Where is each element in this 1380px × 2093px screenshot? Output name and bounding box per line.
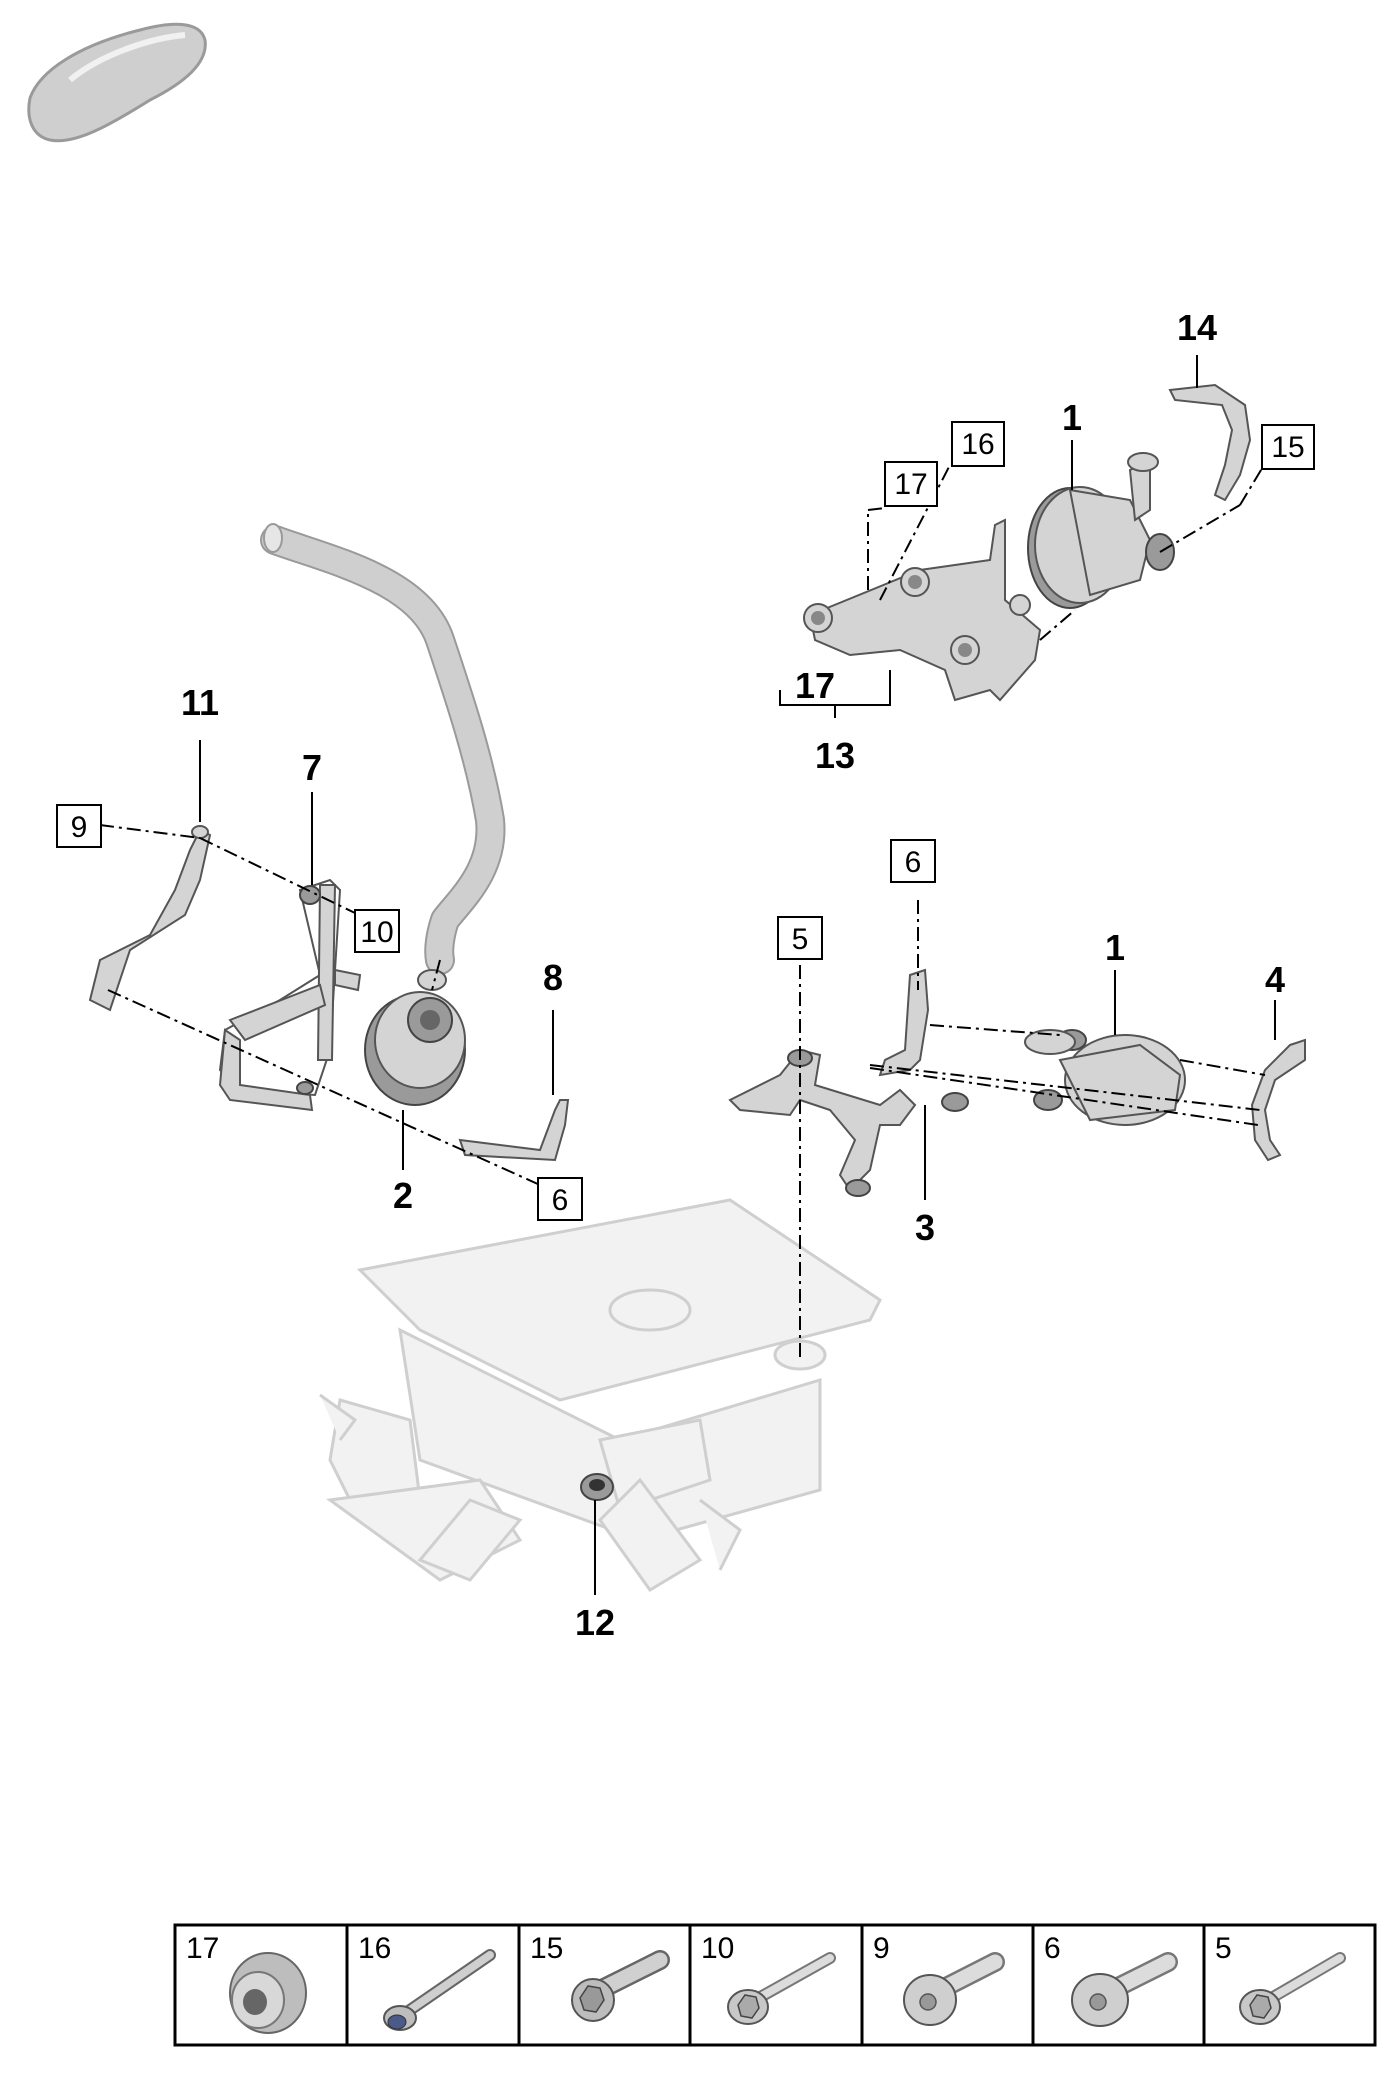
legend-17-grommet-icon xyxy=(229,1952,307,2034)
boxed-callout-6-left: 6 xyxy=(537,1177,583,1221)
callout-labels: 11 7 8 2 3 1 4 12 1 14 17 13 xyxy=(181,307,1285,1643)
svg-text:10: 10 xyxy=(360,916,393,949)
legend-label-9: 9 xyxy=(873,1932,890,1965)
callout-8: 8 xyxy=(543,957,563,998)
boxed-callout-9: 9 xyxy=(56,804,102,848)
part-6-bracket xyxy=(878,968,930,1077)
legend-6-torx-bolt-icon xyxy=(1071,1952,1178,2027)
part-1-pump-middle xyxy=(1024,1029,1186,1126)
svg-text:16: 16 xyxy=(961,428,994,461)
legend-label-15: 15 xyxy=(530,1932,563,1965)
callout-3: 3 xyxy=(915,1207,935,1248)
svg-text:15: 15 xyxy=(1271,431,1304,464)
alignment-lines xyxy=(99,454,1271,1360)
legend-label-5: 5 xyxy=(1215,1932,1232,1965)
boxed-callout-17: 17 xyxy=(884,461,938,507)
svg-text:17: 17 xyxy=(894,468,927,501)
callout-13: 13 xyxy=(815,735,855,776)
boxed-callout-16: 16 xyxy=(951,421,1005,467)
svg-text:5: 5 xyxy=(792,923,809,956)
callout-12: 12 xyxy=(575,1602,615,1643)
callout-17: 17 xyxy=(795,665,835,706)
fastener-legend: 17 16 15 10 9 6 5 xyxy=(173,1923,1377,2047)
part-8-strap xyxy=(458,1099,570,1162)
part-4-strap xyxy=(1250,1038,1306,1162)
part-2-pump xyxy=(364,969,466,1106)
legend-9-torx-bolt-icon xyxy=(903,1952,1005,2026)
legend-5-bolt-icon xyxy=(1239,1952,1346,2025)
callout-2: 2 xyxy=(393,1175,413,1216)
boxed-callout-10: 10 xyxy=(354,909,400,953)
svg-text:6: 6 xyxy=(905,846,922,879)
callout-7: 7 xyxy=(302,747,322,788)
boxed-callout-5: 5 xyxy=(777,916,823,960)
part-11-bracket xyxy=(88,825,212,1012)
legend-10-bolt-icon xyxy=(727,1952,836,2025)
part-1-pump-top xyxy=(1027,452,1175,609)
coolant-hose xyxy=(260,523,506,975)
legend-16-long-bolt-icon xyxy=(383,1949,496,2031)
callout-1-top: 1 xyxy=(1062,397,1082,438)
mounting-frame xyxy=(319,1198,882,1592)
part-7-bracket xyxy=(218,878,362,1112)
boxed-callout-6-middle: 6 xyxy=(890,839,936,883)
legend-15-flange-bolt-icon xyxy=(571,1950,670,2022)
part-13-bracket xyxy=(803,518,1042,702)
vehicle-thumbnail-icon xyxy=(27,22,207,143)
legend-label-17: 17 xyxy=(186,1932,219,1965)
legend-label-16: 16 xyxy=(358,1932,391,1965)
boxed-callout-15: 15 xyxy=(1261,424,1315,470)
callout-11: 11 xyxy=(181,682,219,723)
part-14-strap xyxy=(1168,383,1252,502)
callout-14: 14 xyxy=(1177,307,1217,348)
callout-4: 4 xyxy=(1265,959,1285,1000)
callout-1-middle: 1 xyxy=(1105,927,1125,968)
svg-text:9: 9 xyxy=(71,811,88,844)
part-12-mount xyxy=(580,1473,614,1501)
legend-label-6: 6 xyxy=(1044,1932,1061,1965)
boxed-callouts: 9 10 6 5 6 17 16 15 xyxy=(56,421,1315,1221)
legend-label-10: 10 xyxy=(701,1932,734,1965)
leader-lines xyxy=(199,355,1276,1595)
svg-text:6: 6 xyxy=(552,1184,569,1217)
